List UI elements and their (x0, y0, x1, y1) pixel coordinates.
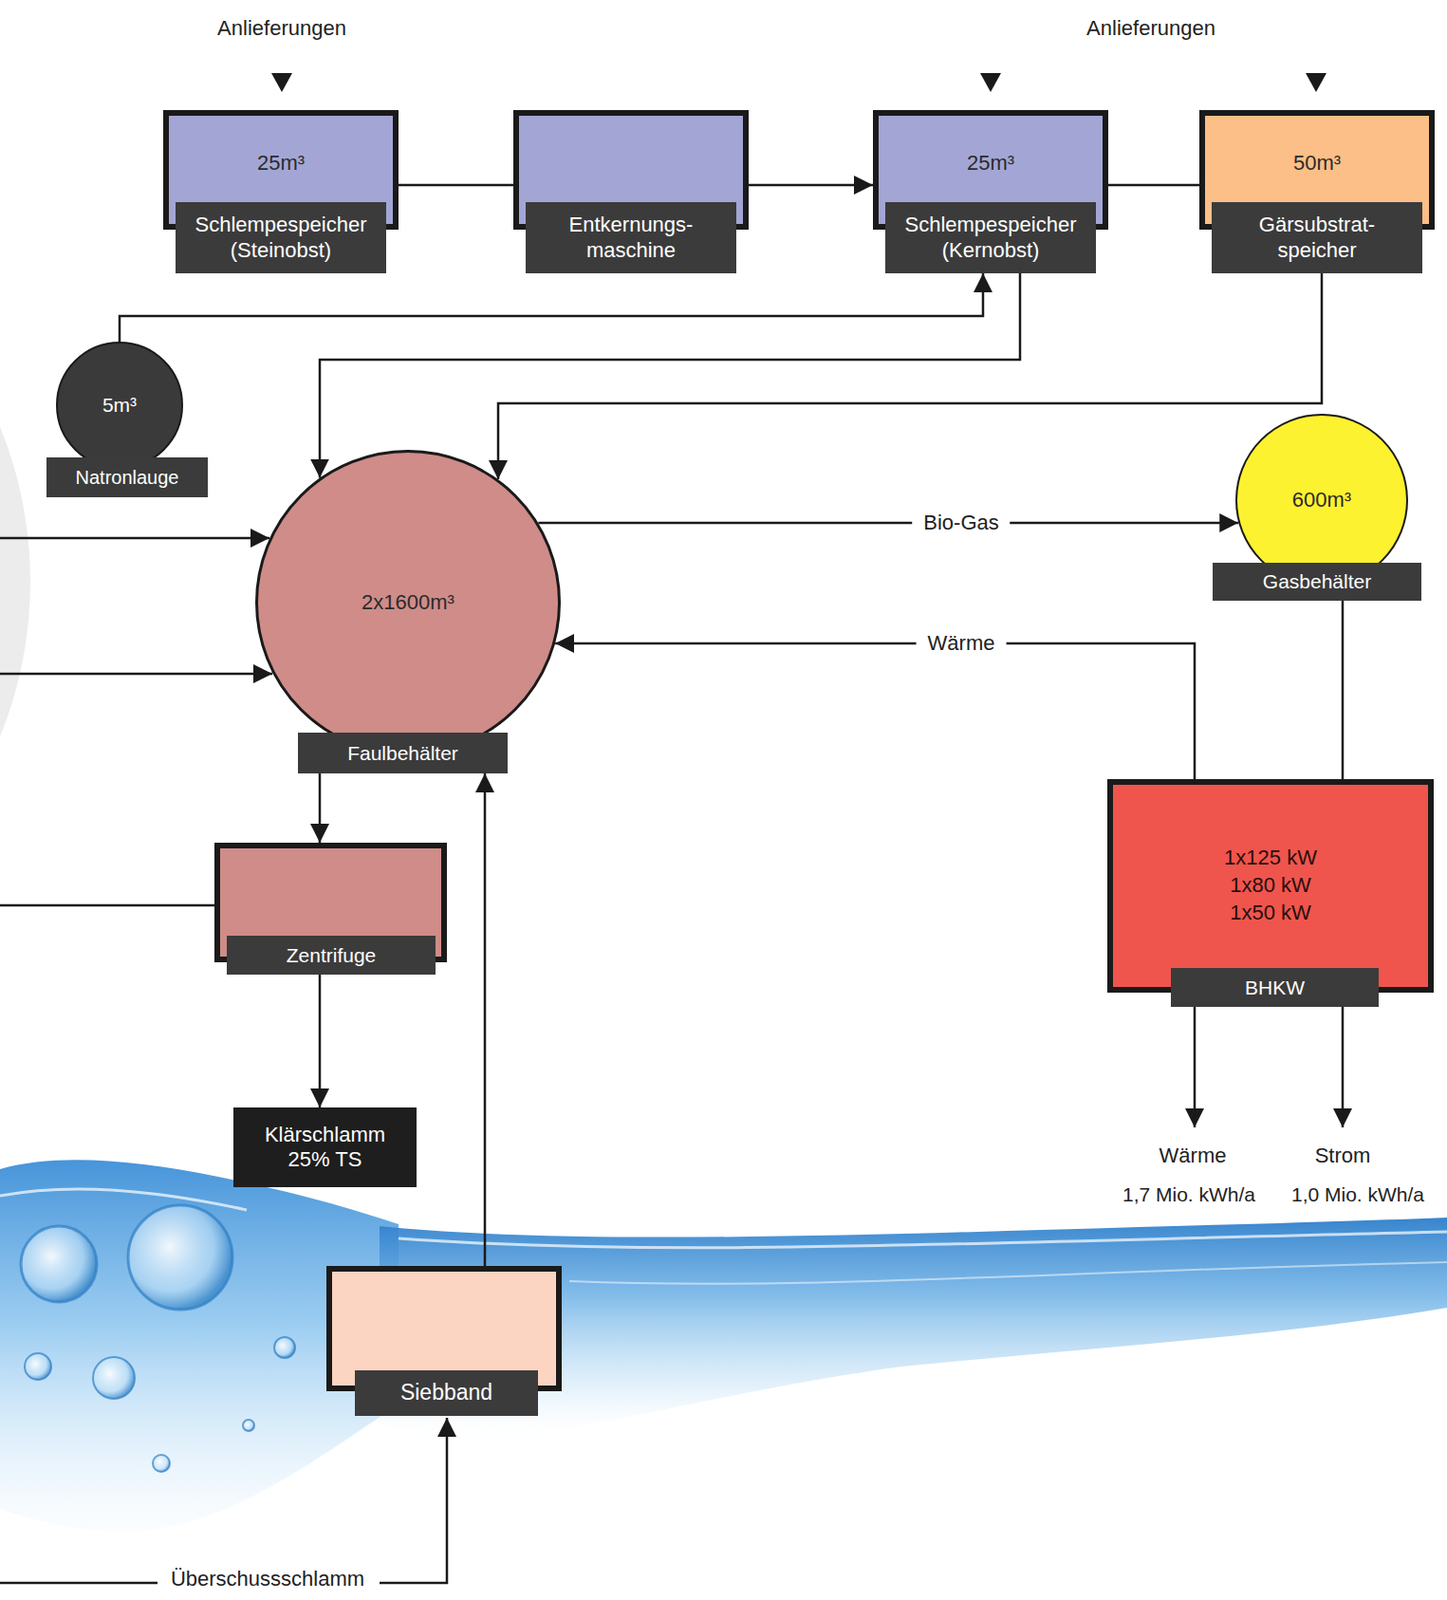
unit-name: BHKW (1244, 975, 1305, 1000)
shape-body: 5m³ (55, 341, 184, 469)
water-highlight (398, 1231, 1447, 1248)
flow-label: Bio-Gas (911, 510, 1010, 536)
delivery-arrow (1305, 73, 1327, 93)
flow-connector (748, 184, 873, 187)
shape-body: 1x125 kW1x80 kW1x50 kW (1107, 832, 1434, 937)
annotation-label: Anlieferungen (213, 16, 351, 41)
capacity-label: 25m³ (257, 150, 305, 176)
capacity-label: 5m³ (102, 392, 137, 417)
annotation-label: Strom (1311, 1143, 1375, 1169)
water-bubble (92, 1356, 135, 1399)
substrate-tank-box: 50m³ Gärsubstrat- speicher (1199, 110, 1435, 274)
filtrate-line (0, 904, 215, 908)
name-tab: Faulbehälter (297, 732, 508, 774)
capacity-label: 600m³ (1292, 487, 1352, 513)
water-bubble (152, 1454, 170, 1472)
unit-name: Entkernungs- maschine (535, 212, 727, 263)
flow-connector (318, 773, 322, 843)
annotation-label: Überschussschlamm (166, 1566, 369, 1592)
unit-name: Gasbehälter (1262, 569, 1372, 594)
lye-tank-circle: 5m³ Natronlauge (46, 341, 208, 498)
name-tab: Gärsubstrat- speicher (1211, 202, 1423, 274)
unit-name: Zentrifuge (286, 943, 377, 967)
name-tab: Natronlauge (46, 457, 208, 498)
name-tab: Siebband (354, 1370, 538, 1416)
shape-body: 25m³ (872, 144, 1109, 183)
annotation-label: Wärme (1155, 1143, 1231, 1169)
sludge-line (0, 1581, 158, 1585)
circle-shape (56, 342, 183, 468)
centrifuge-box: Zentrifuge (214, 842, 447, 975)
shape-body: 600m³ (1235, 413, 1409, 587)
shape-body: 25m³ (163, 144, 399, 183)
chp-unit-box: 1x125 kW1x80 kW1x50 kW BHKW (1107, 779, 1434, 1007)
water-bubble (24, 1353, 52, 1380)
unit-name: Schlempespeicher (Kernobst) (894, 212, 1087, 263)
digester-circle: 2x1600m³ Faulbehälter (255, 449, 561, 774)
flow-connector (319, 273, 1021, 479)
flow-label: Wärme (916, 630, 1007, 656)
flow-connector (537, 521, 1239, 525)
delivery-arrow (271, 73, 293, 93)
power-rating: 1x125 kW (1224, 843, 1318, 872)
output-arrow (1341, 1006, 1345, 1128)
gas-holder-circle: 600m³ Gasbehälter (1212, 413, 1422, 601)
flow-connector (1108, 184, 1200, 187)
storage-tank-box: 25m³ Schlempespeicher (Kernobst) (872, 110, 1109, 274)
flow-connector (1341, 600, 1345, 780)
delivery-arrow (980, 73, 1002, 93)
output-arrow (1193, 1006, 1197, 1128)
shape-body: 50m³ (1199, 144, 1435, 183)
circle-shape (1236, 414, 1408, 586)
flow-connector (318, 974, 322, 1108)
power-rating: 1x50 kW (1229, 898, 1312, 927)
capacity-label: 50m³ (1293, 150, 1341, 176)
unit-name: Schlempespeicher (Steinobst) (185, 212, 377, 263)
flow-connector (498, 273, 1322, 480)
name-tab: Zentrifuge (226, 935, 436, 975)
belt-filter-box: Siebband (326, 1265, 562, 1416)
unit-name: Siebband (400, 1379, 493, 1407)
circle-shape (257, 451, 560, 755)
machine-box: Entkernungs- maschine (513, 110, 749, 274)
sludge-line (379, 1417, 447, 1583)
sludge-output-box: Klärschlamm 25% TS (233, 1107, 417, 1188)
name-tab: Gasbehälter (1212, 562, 1422, 601)
capacity-label: Klärschlamm 25% TS (252, 1122, 398, 1173)
name-tab: Schlempespeicher (Kernobst) (885, 202, 1096, 274)
name-tab: Entkernungs- maschine (525, 202, 737, 274)
annotation-label: 1,0 Mio. kWh/a (1287, 1182, 1429, 1206)
water-bubble (274, 1336, 296, 1358)
annotation-label: 1,7 Mio. kWh/a (1118, 1182, 1260, 1206)
flow-connector (483, 773, 487, 1266)
water-bubble (128, 1205, 233, 1310)
storage-tank-box: 25m³ Schlempespeicher (Steinobst) (163, 110, 399, 274)
unit-name: Natronlauge (75, 465, 180, 489)
capacity-label: 25m³ (966, 150, 1015, 176)
background-disc (0, 171, 31, 992)
capacity-label: 2x1600m³ (361, 590, 455, 615)
power-rating: 1x80 kW (1229, 871, 1312, 899)
water-highlight (569, 1261, 1447, 1284)
inflow-line (0, 672, 273, 676)
flow-connector (555, 643, 1195, 780)
name-tab: Schlempespeicher (Steinobst) (175, 202, 387, 274)
water-bubble (20, 1225, 97, 1302)
shape-body: Klärschlamm 25% TS (233, 1107, 417, 1188)
name-tab: BHKW (1170, 967, 1379, 1007)
annotation-label: Anlieferungen (1082, 16, 1220, 41)
water-bubble (242, 1419, 255, 1431)
inflow-line (0, 537, 270, 540)
water-highlight (0, 1188, 247, 1210)
flow-connector (119, 273, 984, 342)
unit-name: Gärsubstrat- speicher (1221, 212, 1413, 263)
flow-connector (398, 184, 514, 187)
unit-name: Faulbehälter (347, 741, 459, 765)
shape-body: 2x1600m³ (255, 449, 561, 756)
